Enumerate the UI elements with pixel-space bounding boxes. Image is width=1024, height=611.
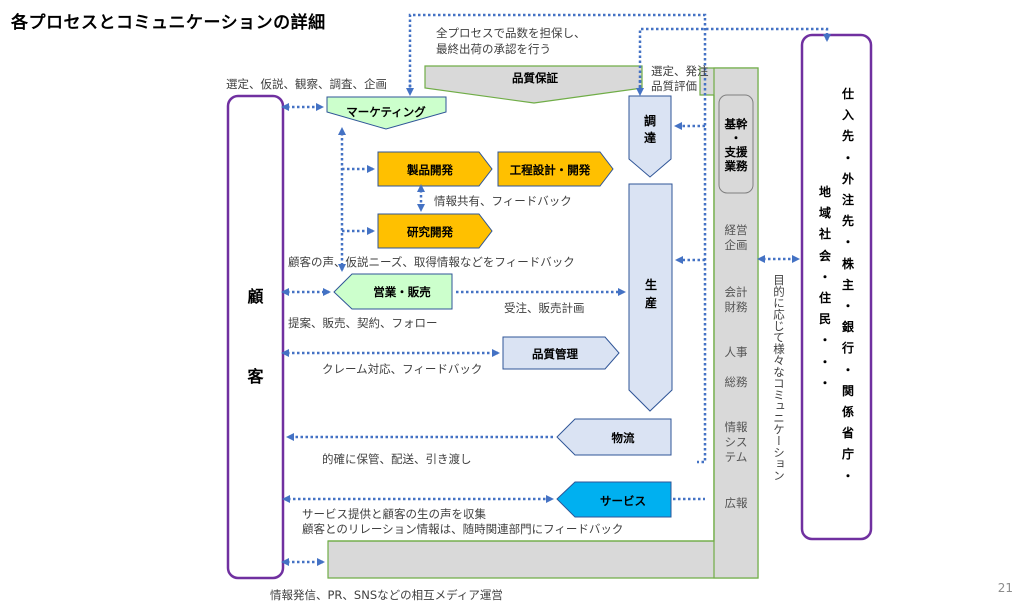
- qc-note: クレーム対応、フィードバック: [322, 362, 483, 376]
- procurement-note-line1: 選定、発注: [651, 64, 709, 78]
- customer-box: [226, 94, 285, 580]
- support-item-pr: 広報: [724, 496, 748, 510]
- stakeholder-char: 社: [818, 227, 831, 242]
- quality-control-label: 品質管理: [532, 347, 578, 361]
- stakeholders-community-column: 地域社会・住民・・・: [815, 182, 835, 394]
- procurement-note-line2: 品質評価: [651, 79, 697, 93]
- stakeholder-char: 庁: [841, 447, 854, 462]
- order-note: 受注、販売計画: [504, 301, 585, 315]
- stakeholder-char: 主: [841, 277, 854, 292]
- stakeholder-char: 省: [841, 426, 854, 441]
- marketing-label: マーケティング: [346, 105, 426, 119]
- stakeholder-char: ・: [818, 354, 831, 369]
- stakeholder-char: ・: [841, 150, 854, 165]
- qa-note-line2: 最終出荷の承認を行う: [436, 42, 551, 56]
- quality-control-shape: [502, 336, 620, 370]
- qa-loop-line: [408, 13, 707, 464]
- stakeholder-char: 域: [818, 206, 831, 221]
- marketing-note: 選定、仮説、観察、調査、企画: [226, 77, 387, 91]
- logistics-shape: [556, 418, 672, 456]
- service-note-line2: 顧客とのリレーション情報は、随時関連部門にフィードバック: [302, 522, 624, 536]
- logistics-note: 的確に保管、配送、引き渡し: [322, 452, 472, 466]
- rd-shape: [377, 213, 493, 249]
- stakeholder-char: 仕: [841, 87, 854, 101]
- stakeholders-suppliers-column: 仕入先・外注先・株主・銀行・関係省庁・: [838, 84, 858, 487]
- stakeholder-char: ・: [841, 235, 854, 250]
- page-number: 21: [997, 581, 1013, 595]
- sales-shape: [333, 273, 453, 310]
- service-shape: [556, 481, 672, 518]
- stakeholder-char: ・: [818, 375, 831, 390]
- stakeholder-char: ・: [841, 468, 854, 483]
- support-column: [713, 67, 759, 579]
- stakeholder-char: 民: [818, 312, 831, 327]
- stakeholder-box: [800, 33, 873, 541]
- product-dev-label: 製品開発: [407, 163, 453, 177]
- support-header: 基幹 ・ 支援 業務: [724, 117, 748, 173]
- product-dev-shape: [377, 151, 493, 187]
- stakeholder-char: 株: [841, 256, 854, 271]
- stakeholder-char: 先: [841, 129, 854, 144]
- stakeholder-char: 会: [818, 248, 831, 263]
- stakeholder-char: 地: [818, 185, 831, 199]
- stakeholder-char: ・: [818, 269, 831, 284]
- service-note-line1: サービス提供と顧客の生の声を収集: [302, 507, 486, 521]
- stakeholder-char: ・: [841, 299, 854, 314]
- procurement-shape: [628, 95, 672, 178]
- marketing-shape: [326, 96, 447, 130]
- support-header-bracket: [718, 94, 754, 194]
- rd-note: 情報共有、フィードバック: [434, 194, 572, 208]
- rd-label: 研究開発: [407, 225, 453, 239]
- sales-label: 営業・販売: [373, 285, 431, 299]
- support-item-it: 情報 システム: [724, 420, 748, 464]
- production-label: 生 産: [644, 278, 657, 310]
- stakeholder-char: 住: [818, 291, 831, 306]
- stakeholder-char: 係: [841, 405, 854, 420]
- page-title: 各プロセスとコミュニケーションの詳細: [11, 13, 326, 33]
- support-item-planning: 経営企画: [724, 223, 748, 252]
- customer-voice-note: 顧客の声、仮説ニーズ、取得情報などをフィードバック: [288, 255, 575, 269]
- procurement-label: 調 達: [643, 114, 656, 145]
- stakeholder-char: 関: [841, 383, 854, 398]
- procurement-stakeholder-line: [638, 27, 831, 93]
- stakeholder-char: 先: [841, 214, 854, 229]
- process-design-label: 工程設計・開発: [509, 163, 591, 177]
- quality-assurance-label: 品質保証: [512, 71, 558, 85]
- support-item-general-affairs: 総務: [724, 375, 748, 389]
- support-item-hr: 人事: [724, 345, 748, 359]
- production-shape: [628, 183, 673, 412]
- communication-note: 目的に応じて様々なコミュニケーション: [772, 274, 786, 481]
- customer-label: 顧 客: [247, 287, 264, 386]
- pr-note: 情報発信、PR、SNSなどの相互メディア運営: [270, 588, 503, 602]
- stakeholder-char: ・: [818, 333, 831, 348]
- stakeholder-char: 注: [841, 193, 854, 208]
- stakeholder-char: 銀: [841, 320, 854, 335]
- process-design-shape: [497, 151, 614, 187]
- quality-assurance-shape: [424, 65, 643, 104]
- stakeholder-char: 行: [841, 341, 854, 356]
- logistics-label: 物流: [611, 431, 635, 445]
- service-label: サービス: [600, 494, 646, 508]
- stakeholder-char: 外: [841, 171, 854, 186]
- support-item-finance: 会計財務: [724, 285, 748, 314]
- stakeholder-char: ・: [841, 362, 854, 377]
- qa-note-line1: 全プロセスで品数を担保し、: [436, 26, 586, 40]
- sales-note: 提案、販売、契約、フォロー: [288, 316, 438, 330]
- stakeholder-char: 入: [841, 108, 854, 123]
